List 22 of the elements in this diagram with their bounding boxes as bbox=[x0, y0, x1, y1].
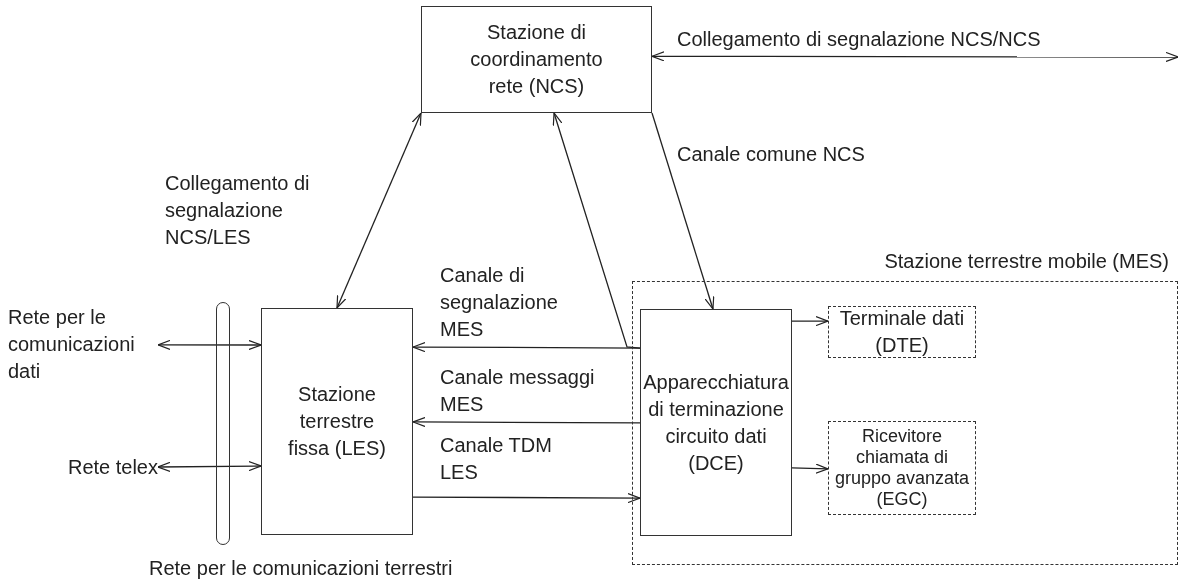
group-heading: Stazione terrestre mobile (MES) bbox=[884, 249, 1169, 274]
network-name: Rete telex bbox=[67, 454, 158, 480]
box-text: Stazione terrestre fissa (LES) bbox=[287, 382, 387, 461]
arrow bbox=[651, 51, 1179, 63]
bar-caption: Rete per le comunicazioni terrestri bbox=[149, 556, 453, 581]
box-text: Terminale dati (DTE) bbox=[838, 306, 966, 358]
arrow bbox=[791, 463, 829, 474]
arrow bbox=[412, 342, 641, 353]
equipment-box bbox=[640, 309, 792, 536]
arrow bbox=[412, 492, 641, 504]
station-box bbox=[421, 6, 652, 113]
box-text: Stazione di coordinamento rete (NCS) bbox=[469, 20, 604, 99]
arrow bbox=[157, 461, 262, 472]
arrow bbox=[336, 112, 422, 309]
network-name: Rete per le comunicazioni dati bbox=[8, 304, 136, 384]
arrow bbox=[651, 112, 715, 310]
box-text: Ricevitore chiamata di gruppo avanzata (EGC) bbox=[833, 426, 971, 510]
station-box bbox=[261, 308, 413, 535]
box-text: Apparecchiatura di terminazione circuito dati (DCE) bbox=[642, 369, 790, 476]
arrow bbox=[412, 416, 641, 428]
arrow bbox=[791, 315, 829, 327]
arrow bbox=[157, 339, 262, 351]
